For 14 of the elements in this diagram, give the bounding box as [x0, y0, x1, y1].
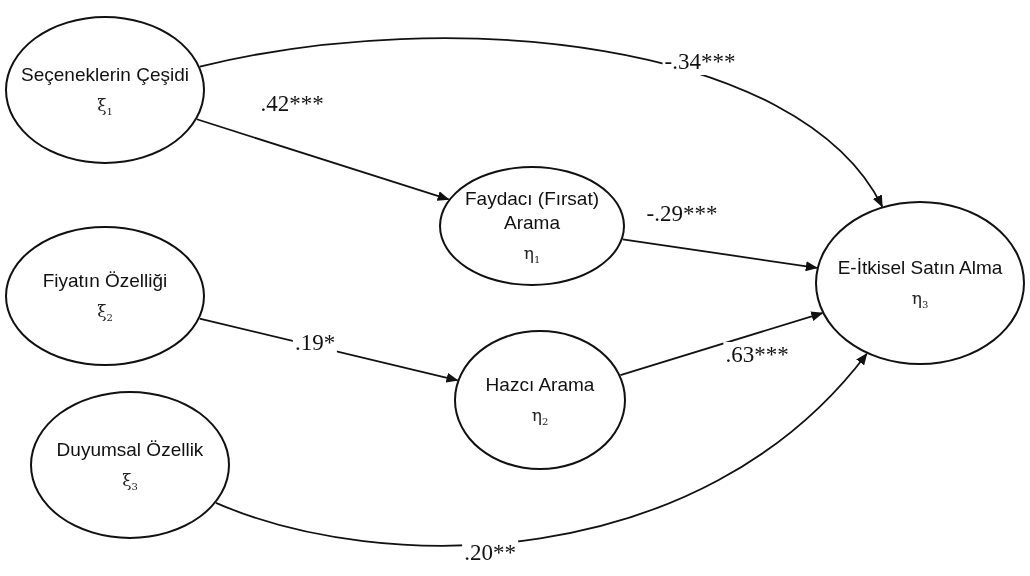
variable-name: Duyumsal Özellik — [56, 437, 204, 462]
variable-name: Seçeneklerin Çeşidi — [21, 62, 189, 87]
variable-symbol: ξ$_{1}$ — [97, 94, 113, 118]
variable-symbol: η$_{2}$ — [531, 404, 549, 428]
variable-symbol: ξ$_{2}$ — [97, 300, 113, 324]
variable-symbol: η$_{1}$ — [523, 242, 541, 265]
arrow — [215, 352, 868, 547]
variable-name: Fiyatın Özelliği — [42, 268, 168, 293]
variable-symbol: η$_{3}$ — [911, 287, 929, 311]
variable-name: E-İtkisel Satın Alma — [837, 255, 1003, 280]
variable-symbol: ξ$_{3}$ — [122, 469, 138, 493]
variable-name: Faydacı (Fırsat) Arama — [463, 187, 601, 235]
variable-name: Hazcı Arama — [485, 372, 595, 397]
arrow — [199, 37, 884, 208]
